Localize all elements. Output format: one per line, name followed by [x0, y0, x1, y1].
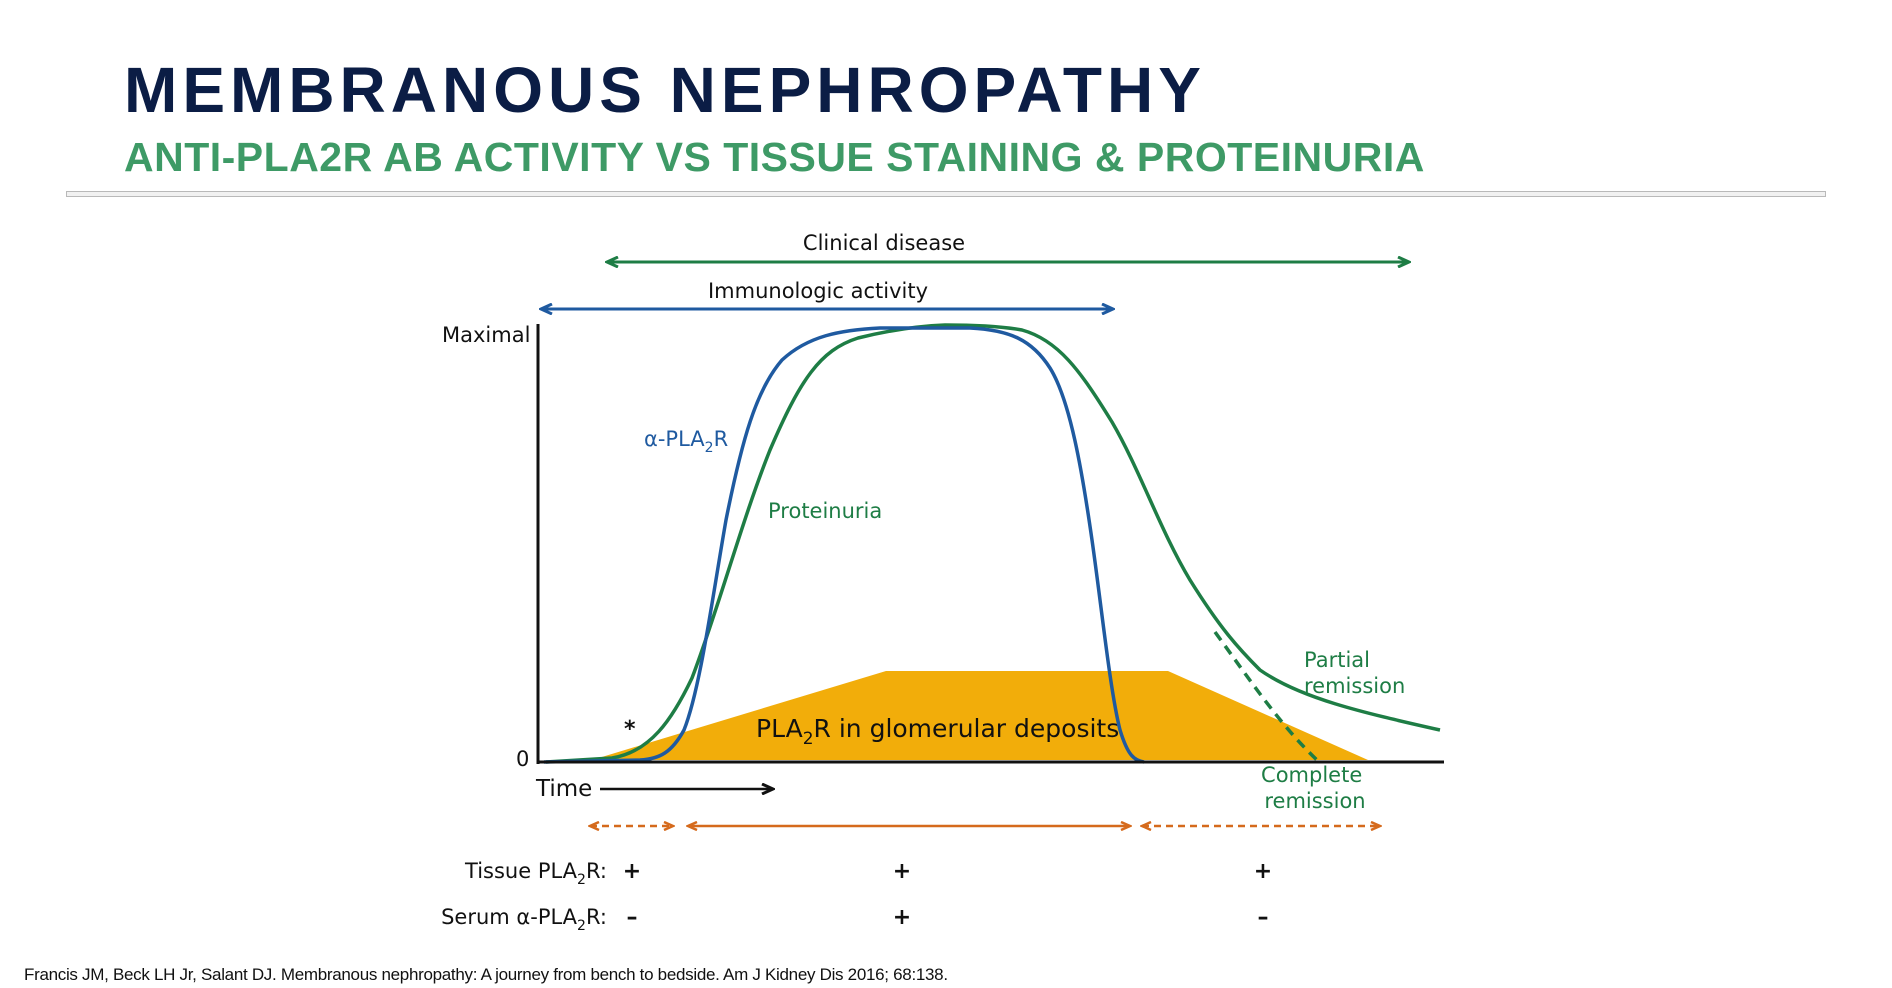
partial-remission-label: Partial remission — [1304, 648, 1405, 698]
immunologic-activity-label: Immunologic activity — [708, 279, 928, 303]
citation: Francis JM, Beck LH Jr, Salant DJ. Membr… — [24, 965, 948, 984]
tissue-value-active: + — [893, 859, 911, 884]
onset-asterisk: * — [624, 717, 636, 742]
y-axis-zero-label: 0 — [516, 747, 529, 771]
proteinuria-curve — [545, 323, 1441, 764]
serum-row-label: Serum α-PLA2R: — [441, 905, 607, 934]
glomerular-deposits-label: PLA2R in glomerular deposits — [756, 714, 1119, 749]
slide-subtitle: ANTI-PLA2R AB ACTIVITY VS TISSUE STAININ… — [124, 134, 1425, 180]
tissue-value-remission: + — [1254, 859, 1272, 884]
serum-value-early: – — [627, 905, 638, 930]
time-label: Time — [535, 776, 592, 802]
serum-value-remission: – — [1258, 905, 1269, 930]
complete-remission-dashed-curve — [1213, 630, 1320, 763]
glomerular-deposits-area — [592, 671, 1368, 760]
slide-title: MEMBRANOUS NEPHROPATHY — [124, 54, 1206, 126]
complete-remission-label: Complete remission — [1261, 763, 1369, 813]
serum-value-active: + — [893, 905, 911, 930]
alpha-pla2r-curve — [543, 326, 1145, 764]
tissue-row-label: Tissue PLA2R: — [464, 859, 607, 888]
title-divider — [66, 191, 1826, 197]
y-axis-max-label: Maximal — [442, 323, 530, 347]
proteinuria-label: Proteinuria — [768, 499, 882, 523]
alpha-pla2r-label: α-PLA2R — [644, 427, 728, 456]
tissue-value-early: + — [623, 859, 641, 884]
clinical-disease-label: Clinical disease — [803, 231, 965, 255]
